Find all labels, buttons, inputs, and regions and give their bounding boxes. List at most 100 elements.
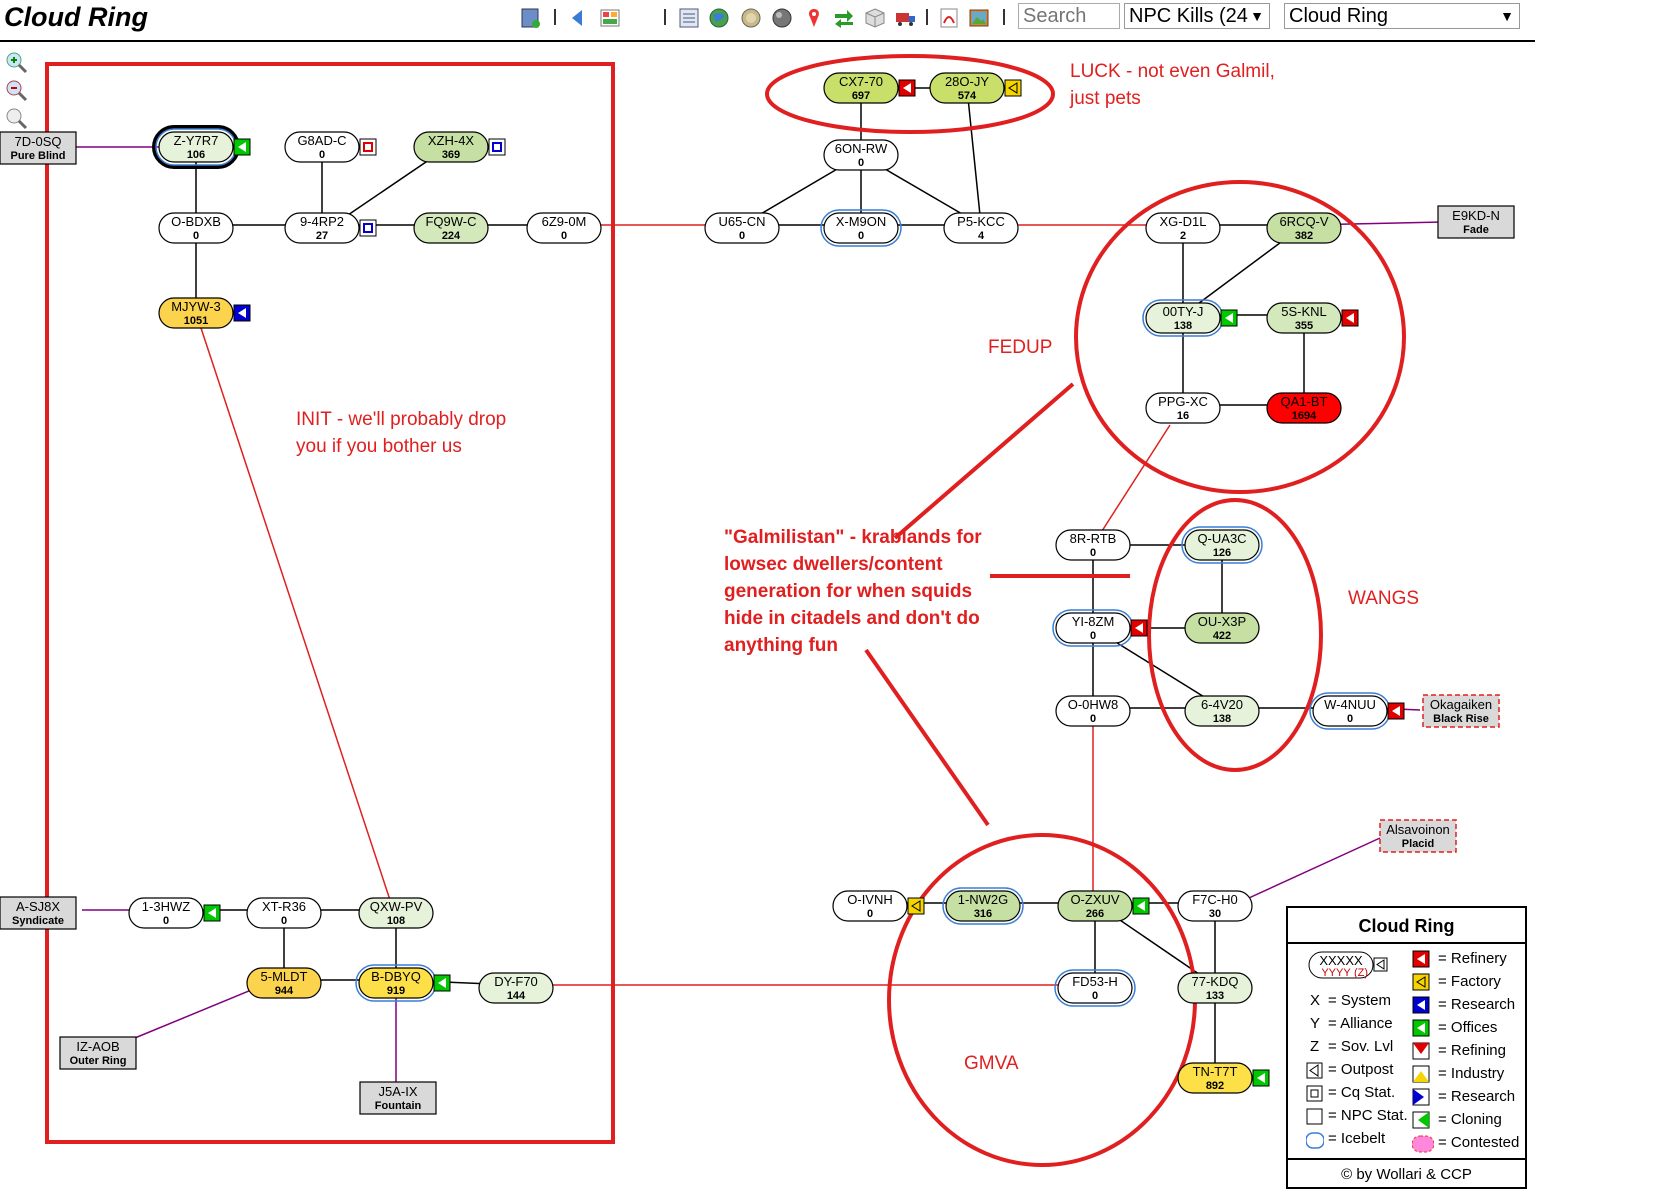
icebelt-ring (1054, 969, 1136, 1007)
coin-icon[interactable] (740, 7, 762, 29)
toolbar-separator (554, 9, 556, 25)
pin-icon[interactable] (803, 7, 825, 29)
search-input[interactable] (1018, 3, 1120, 29)
system-name: X-M9ON (836, 214, 887, 229)
system-pill (1177, 972, 1253, 1004)
system-node[interactable]: U65-CN0 (704, 212, 780, 244)
npc-kills-value: 382 (1295, 230, 1313, 242)
system-name: 6Z9-0M (542, 214, 587, 229)
system-pill (478, 972, 554, 1004)
system-pill (1055, 612, 1131, 644)
zoom-in-icon[interactable] (6, 52, 28, 74)
legend-key-y: Y (1310, 1015, 1321, 1032)
external-region-name: Black Rise (1433, 713, 1489, 725)
system-pill (413, 131, 489, 163)
system-node[interactable]: FD53-H0 (1054, 969, 1136, 1007)
external-region-name: Pure Blind (10, 150, 65, 162)
back-icon[interactable] (567, 7, 589, 29)
page-title: Cloud Ring (4, 2, 148, 32)
zoom-out-icon[interactable] (6, 80, 28, 102)
npc-kills-value: 1694 (1292, 410, 1317, 422)
reset-zoom-icon[interactable] (6, 108, 28, 130)
legend-cloning: = Cloning (1438, 1111, 1502, 1128)
region-select[interactable]: Cloud Ring ▼ (1284, 3, 1520, 29)
overview-icon[interactable] (520, 7, 542, 29)
npc-kills-value: 369 (442, 149, 460, 161)
system-name: PPG-XC (1158, 394, 1208, 409)
init-box (45, 62, 615, 1144)
research-service-icon (1412, 1088, 1430, 1106)
legend-offices: = Offices (1438, 1019, 1498, 1036)
system-name: QA1-BT (1281, 394, 1328, 409)
image-icon[interactable] (968, 7, 990, 29)
system-pill (1266, 302, 1342, 334)
system-node[interactable]: 6ON-RW0 (823, 139, 899, 171)
metric-select-value: NPC Kills (24 (1129, 5, 1248, 27)
list-icon[interactable] (678, 7, 700, 29)
system-name: 5-MLDT (261, 969, 308, 984)
globe-icon[interactable] (708, 7, 730, 29)
truck-icon[interactable] (895, 7, 917, 29)
system-node[interactable]: G8AD-C0 (284, 131, 377, 163)
jumps-icon[interactable] (833, 7, 855, 29)
npc-kills-value: 106 (187, 149, 205, 161)
gate-link (966, 87, 982, 226)
system-pill (1177, 890, 1253, 922)
legend-alliance: = Alliance (1328, 1015, 1393, 1032)
layout-icon[interactable] (599, 7, 621, 29)
system-pill (1266, 392, 1342, 424)
pdf-icon[interactable] (938, 7, 960, 29)
offices-station-icon (1252, 1069, 1270, 1087)
system-node[interactable]: 6Z9-0M0 (526, 212, 602, 244)
legend-sov-level: = Sov. Lvl (1328, 1038, 1394, 1055)
system-name: XG-D1L (1160, 214, 1207, 229)
metric-select[interactable]: NPC Kills (24 ▼ (1124, 3, 1270, 29)
system-pill (1057, 890, 1133, 922)
cube-icon[interactable] (864, 7, 886, 29)
system-name: 6-4V20 (1201, 697, 1243, 712)
sphere-icon[interactable] (771, 7, 793, 29)
